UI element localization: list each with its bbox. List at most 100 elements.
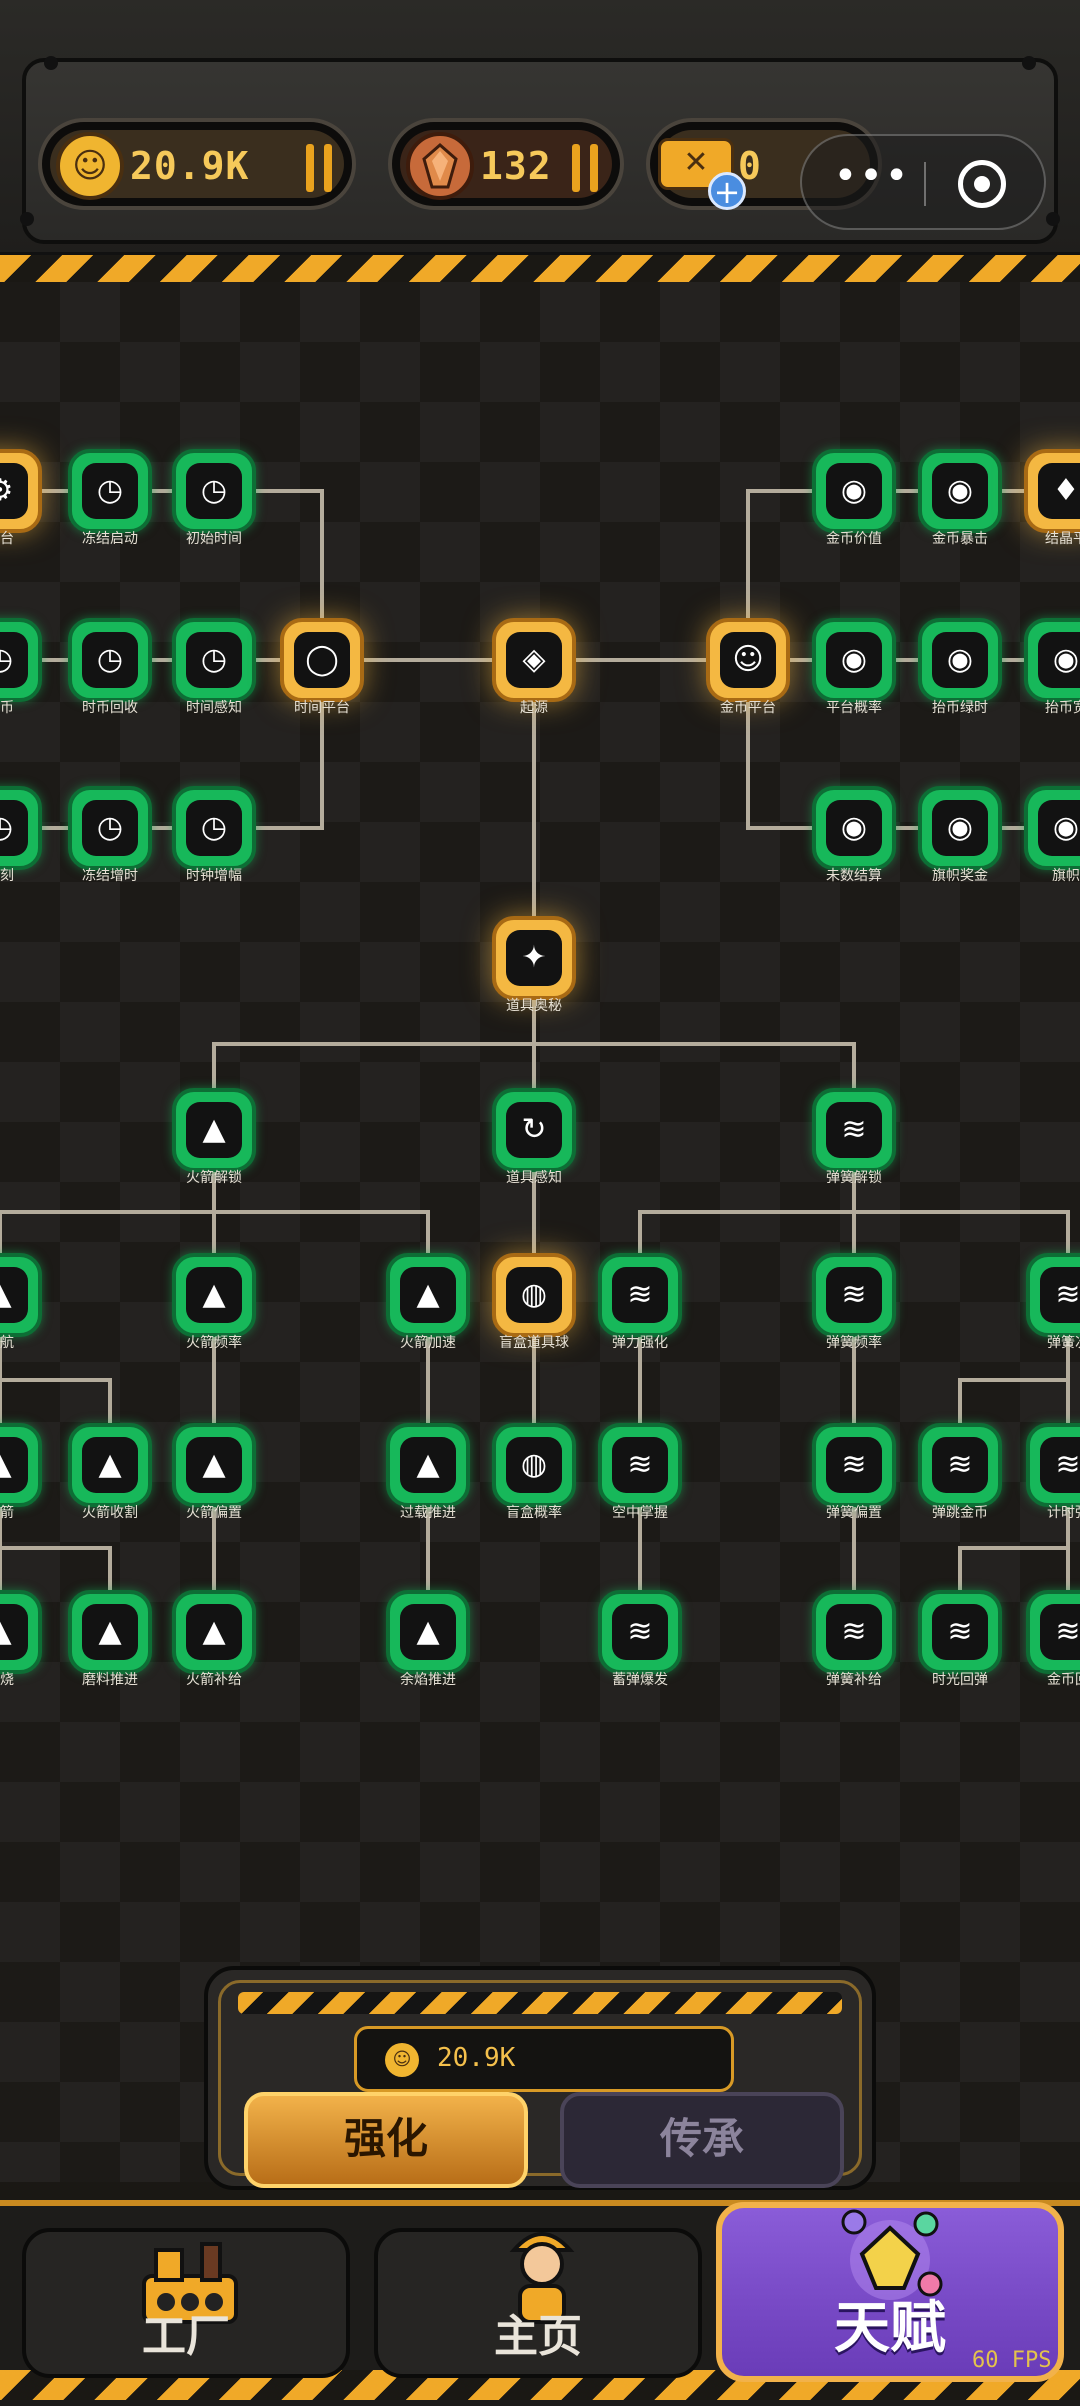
- talent-node[interactable]: ♦: [1024, 449, 1080, 533]
- talent-node[interactable]: ▲: [0, 1423, 42, 1507]
- talent-node-coin-platform[interactable]: ☺: [706, 618, 790, 702]
- talent-node[interactable]: ◉: [918, 449, 1002, 533]
- spring-icon: ≋: [826, 1102, 882, 1158]
- spring-icon: ≋: [1040, 1604, 1080, 1660]
- talent-node[interactable]: ◷: [172, 449, 256, 533]
- talent-node[interactable]: ≋: [812, 1590, 896, 1674]
- talent-node-label: 结晶平: [1045, 531, 1080, 547]
- talent-node[interactable]: ≋: [918, 1590, 1002, 1674]
- coin-counter[interactable]: ☺ 20.9K: [38, 118, 356, 210]
- add-ticket-icon[interactable]: +: [708, 172, 746, 210]
- more-menu-button[interactable]: •••: [833, 153, 911, 199]
- talent-node[interactable]: ▲: [172, 1253, 256, 1337]
- talent-node[interactable]: ◷: [0, 618, 42, 702]
- talent-node-label: 道具感知: [506, 1170, 562, 1186]
- nav-talent[interactable]: 天赋: [716, 2202, 1064, 2382]
- refresh-icon: ↻: [506, 1102, 562, 1158]
- talent-node[interactable]: ◷: [0, 786, 42, 870]
- talent-node-label: 初始时间: [186, 531, 242, 547]
- nav-factory[interactable]: 工厂: [22, 2228, 350, 2378]
- talent-node[interactable]: ◉: [918, 786, 1002, 870]
- talent-node[interactable]: ≋: [812, 1088, 896, 1172]
- talent-node[interactable]: ⚙: [0, 449, 42, 533]
- talent-node[interactable]: ◍: [492, 1423, 576, 1507]
- talent-node[interactable]: ≋: [598, 1423, 682, 1507]
- talent-node[interactable]: ▲: [68, 1590, 152, 1674]
- talent-node[interactable]: ▲: [386, 1590, 470, 1674]
- rocket-icon: ▲: [186, 1267, 242, 1323]
- sparkle-icon: ✦: [506, 930, 562, 986]
- talent-node[interactable]: ▲: [0, 1590, 42, 1674]
- upgrade-tab-button[interactable]: 强化: [244, 2092, 528, 2188]
- talent-node-origin[interactable]: ◈: [492, 618, 576, 702]
- talent-node[interactable]: ↻: [492, 1088, 576, 1172]
- talent-node-label: 时刻: [0, 868, 14, 884]
- talent-node-label: 抬币宽: [1045, 700, 1080, 716]
- rocket-icon: ▲: [0, 1604, 28, 1660]
- talent-node-label: 盲盒道具球: [499, 1335, 569, 1351]
- talent-node-label: 火箭偏置: [186, 1505, 242, 1521]
- talent-node-time-platform[interactable]: ◯: [280, 618, 364, 702]
- talent-node[interactable]: ≋: [598, 1590, 682, 1674]
- talent-node-mystery-ball[interactable]: ◍: [492, 1253, 576, 1337]
- talent-node[interactable]: ▲: [172, 1590, 256, 1674]
- talent-node[interactable]: ▲: [68, 1423, 152, 1507]
- coin-icon: ☺: [56, 132, 124, 200]
- coin-gear-icon: ◉: [826, 800, 882, 856]
- talent-node[interactable]: ≋: [598, 1253, 682, 1337]
- talent-node[interactable]: ≋: [1026, 1423, 1080, 1507]
- talent-node[interactable]: ▲: [172, 1423, 256, 1507]
- talent-node[interactable]: ◉: [812, 618, 896, 702]
- rocket-icon: ▲: [186, 1102, 242, 1158]
- talent-node-label: 时光回弹: [932, 1672, 988, 1688]
- talent-node[interactable]: ◷: [68, 786, 152, 870]
- talent-node[interactable]: ◷: [172, 786, 256, 870]
- talent-node-label: 旗帜: [1052, 868, 1080, 884]
- talent-node-label: 平台概率: [826, 700, 882, 716]
- talent-node[interactable]: ◷: [68, 618, 152, 702]
- talent-node[interactable]: ▲: [0, 1253, 42, 1337]
- clock-icon: ◷: [0, 632, 28, 688]
- talent-node[interactable]: ◉: [812, 449, 896, 533]
- spring-icon: ≋: [612, 1437, 668, 1493]
- spring-icon: ≋: [1040, 1267, 1080, 1323]
- talent-node-label: 余焰推进: [400, 1672, 456, 1688]
- talent-node[interactable]: ▲: [386, 1253, 470, 1337]
- talent-node-label: 旗帜奖金: [932, 868, 988, 884]
- talent-node[interactable]: ▲: [172, 1088, 256, 1172]
- talent-node[interactable]: ◷: [172, 618, 256, 702]
- talent-node[interactable]: ◉: [812, 786, 896, 870]
- talent-node[interactable]: ◉: [1024, 618, 1080, 702]
- close-miniprogram-button[interactable]: [958, 160, 1006, 208]
- nav-home[interactable]: 主页: [374, 2228, 702, 2378]
- gem-counter[interactable]: 132: [388, 118, 624, 210]
- talent-node[interactable]: ≋: [1026, 1590, 1080, 1674]
- spring-icon: ≋: [612, 1604, 668, 1660]
- talent-node-label: 燃烧: [0, 1672, 14, 1688]
- spring-icon: ≋: [826, 1604, 882, 1660]
- inherit-tab-button[interactable]: 传承: [560, 2092, 844, 2188]
- talent-node[interactable]: ◉: [1024, 786, 1080, 870]
- talent-node-label: 火箭补给: [186, 1672, 242, 1688]
- talent-node-label: 磨料推进: [82, 1672, 138, 1688]
- talent-board: [0, 282, 1080, 2182]
- fps-counter: 60 FPS: [972, 2348, 1052, 2373]
- cost-value: 20.9K: [437, 2043, 516, 2073]
- talent-node[interactable]: ≋: [918, 1423, 1002, 1507]
- talent-node-label: 火箭加速: [400, 1335, 456, 1351]
- coin-gear-icon: ◉: [1038, 800, 1080, 856]
- talent-node-label: 空中掌握: [612, 1505, 668, 1521]
- talent-node[interactable]: ◉: [918, 618, 1002, 702]
- talent-node[interactable]: ◷: [68, 449, 152, 533]
- talent-node[interactable]: ≋: [812, 1253, 896, 1337]
- spring-icon: ≋: [612, 1267, 668, 1323]
- rocket-icon: ▲: [82, 1437, 138, 1493]
- crystal-icon: ♦: [1038, 463, 1080, 519]
- talent-node[interactable]: ≋: [1026, 1253, 1080, 1337]
- talent-node[interactable]: ▲: [386, 1423, 470, 1507]
- crystal-icon: [406, 132, 474, 200]
- talent-node-item-mystery[interactable]: ✦: [492, 916, 576, 1000]
- clock-icon: ◷: [82, 632, 138, 688]
- talent-node[interactable]: ≋: [812, 1423, 896, 1507]
- factory-icon: [142, 2242, 238, 2324]
